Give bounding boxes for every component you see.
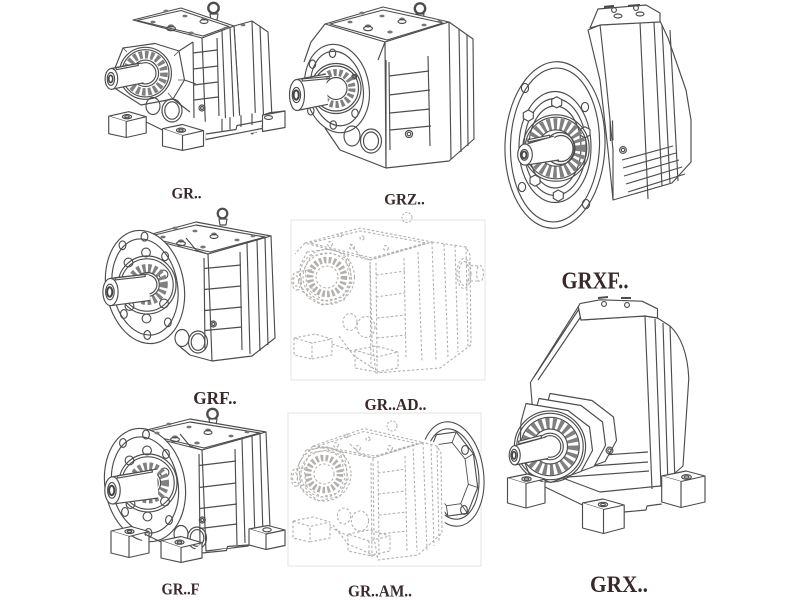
svg-text:GR..AM..: GR..AM.. bbox=[348, 582, 412, 600]
svg-text:GR..F: GR..F bbox=[162, 580, 200, 599]
svg-text:GR..AD..: GR..AD.. bbox=[365, 395, 427, 414]
svg-text:GR..: GR.. bbox=[172, 186, 202, 203]
svg-text:GRF..: GRF.. bbox=[193, 388, 237, 408]
svg-text:GRX..: GRX.. bbox=[590, 572, 648, 597]
svg-text:GRZ..: GRZ.. bbox=[384, 192, 425, 209]
svg-text:GRXF..: GRXF.. bbox=[562, 269, 629, 295]
